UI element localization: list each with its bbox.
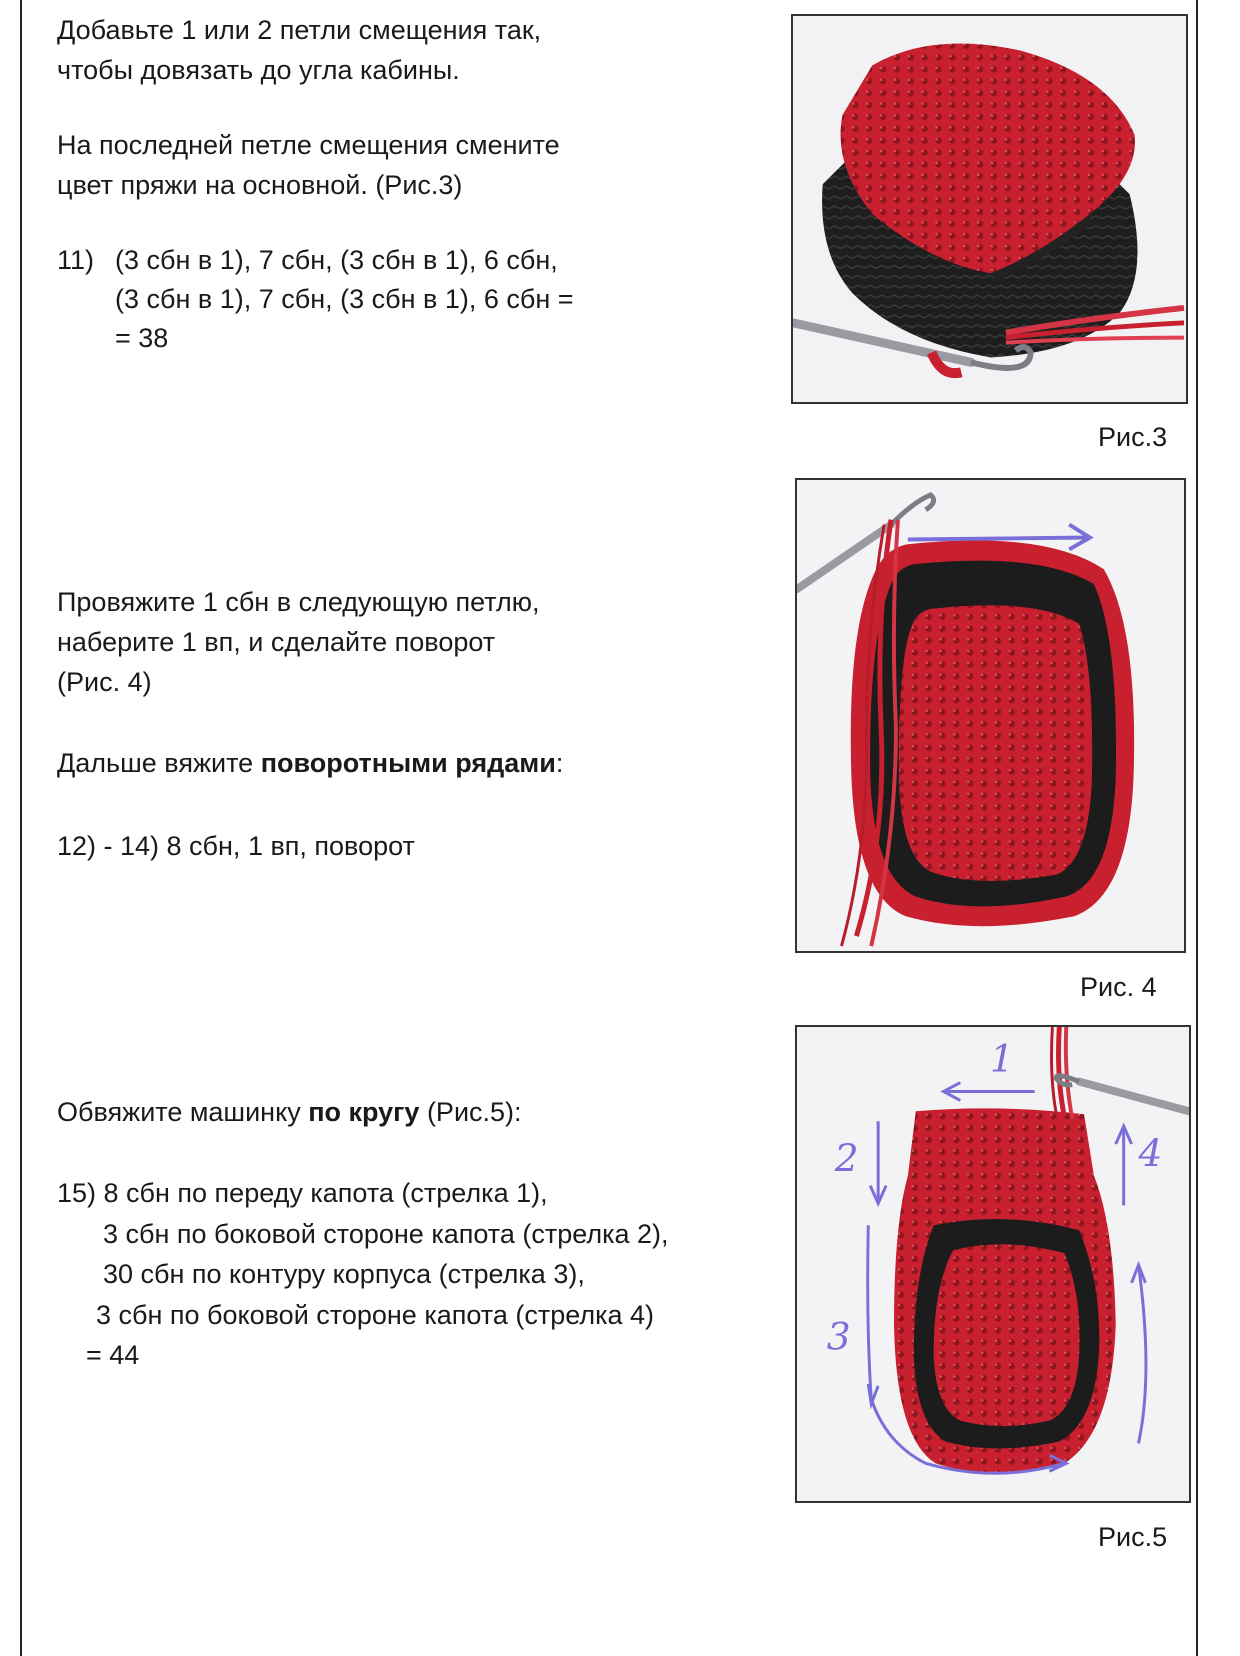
row-instruction: 3 сбн по боковой стороне капота (стрелка…	[96, 1300, 655, 1330]
instruction-text: (Рис. 4)	[57, 667, 152, 697]
instruction-text: Провяжите 1 сбн в следующую петлю,	[57, 587, 540, 617]
row-instruction: = 38	[115, 323, 169, 353]
bold-emphasis: поворотными рядами	[260, 748, 556, 778]
row-instruction: (3 сбн в 1), 7 сбн, (3 сбн в 1), 6 сбн,	[115, 245, 558, 275]
arrow-label: 4	[1138, 1131, 1163, 1175]
row-instruction: 15) 8 сбн по переду капота (стрелка 1),	[57, 1178, 548, 1208]
row-instruction: 3 сбн по боковой стороне капота (стрелка…	[103, 1219, 669, 1249]
row-number: 11)	[57, 245, 95, 275]
row-instruction: 30 сбн по контуру корпуса (стрелка 3),	[103, 1259, 585, 1289]
figure-4-photo	[795, 478, 1186, 953]
instruction-text: чтобы довязать до угла кабины.	[57, 55, 460, 85]
page-border	[20, 0, 1198, 1656]
arrow-label: 1	[990, 1037, 1014, 1081]
figure-caption: Рис.3	[1098, 422, 1168, 452]
row-instruction: = 44	[86, 1340, 140, 1370]
row-instruction: (3 сбн в 1), 7 сбн, (3 сбн в 1), 6 сбн =	[115, 284, 574, 314]
figure-3-photo	[791, 14, 1188, 404]
arrow-label: 2	[834, 1136, 859, 1180]
instruction-text: Дальше вяжите поворотными рядами:	[57, 748, 564, 778]
instruction-text: На последней петле смещения смените	[57, 130, 560, 160]
instruction-text: цвет пряжи на основной. (Рис.3)	[57, 170, 463, 200]
figure-caption: Рис. 4	[1080, 972, 1157, 1002]
figure-caption: Рис.5	[1098, 1522, 1168, 1552]
row-instruction: 12) - 14) 8 сбн, 1 вп, поворот	[57, 831, 415, 861]
bold-emphasis: по кругу	[308, 1097, 420, 1127]
figure-5-photo: 1 2 3 4	[795, 1025, 1191, 1503]
instruction-text: Добавьте 1 или 2 петли смещения так,	[57, 15, 542, 45]
instruction-text: Обвяжите машинку по кругу (Рис.5):	[57, 1097, 522, 1127]
arrow-label: 3	[827, 1314, 851, 1358]
instruction-text: наберите 1 вп, и сделайте поворот	[57, 627, 496, 657]
